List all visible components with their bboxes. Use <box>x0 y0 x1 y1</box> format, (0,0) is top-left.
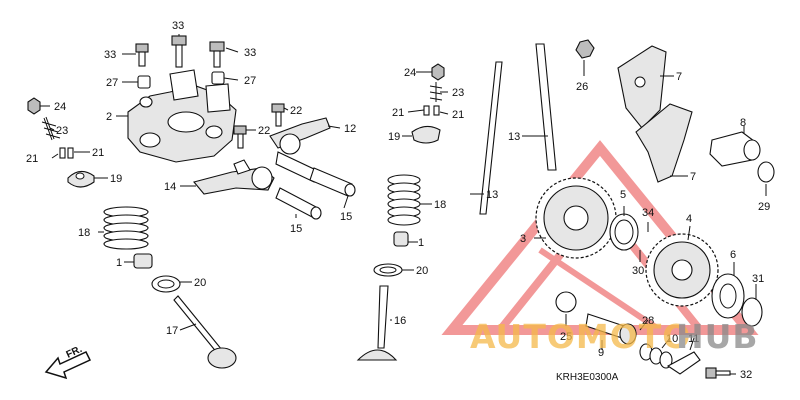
adjuster-right-part <box>411 63 445 144</box>
rocker-shaft-left <box>275 151 322 220</box>
bracket-part <box>666 351 701 375</box>
callout: 30 <box>632 265 644 277</box>
rocker-shaft-right <box>309 167 356 197</box>
callout: 29 <box>758 201 770 213</box>
callout: 20 <box>416 265 428 277</box>
callout: 1 <box>418 237 424 249</box>
bolt-33-left <box>135 43 149 67</box>
callout: 31 <box>752 273 764 285</box>
callout: 9 <box>598 347 604 359</box>
front-arrow <box>44 351 92 380</box>
callout: 14 <box>164 181 176 193</box>
valve-16-part <box>356 285 398 361</box>
watermark-text-left: AUTOMOTO <box>470 317 691 356</box>
callout: 22 <box>258 125 270 137</box>
callout: 13 <box>486 189 498 201</box>
callout: 21 <box>26 153 38 165</box>
callout-labels: 33 33 33 27 27 2 24 23 21 21 19 22 22 12… <box>26 20 770 381</box>
callout: 28 <box>642 315 654 327</box>
bolt-32 <box>705 367 731 379</box>
spring-10-11 <box>639 343 673 369</box>
callout: 33 <box>244 47 256 59</box>
callout: 27 <box>106 77 118 89</box>
callout: 33 <box>172 20 184 32</box>
callout: 18 <box>434 199 446 211</box>
tensioner-arm-7 <box>617 45 693 183</box>
callout: 34 <box>642 207 654 219</box>
cam-gear-3 <box>535 177 617 259</box>
adjuster-left-part <box>27 97 95 188</box>
shaft-9 <box>585 313 637 345</box>
bolt-33-right <box>209 41 225 68</box>
callout: 11 <box>688 333 699 345</box>
callout: 15 <box>340 211 352 223</box>
callout: 24 <box>404 67 416 79</box>
callout: 33 <box>104 49 116 61</box>
valve-17-part <box>173 295 237 369</box>
callout: 23 <box>56 125 68 137</box>
cotter-1-left <box>133 253 153 269</box>
callout: 21 <box>92 147 104 159</box>
bolt-33-center <box>171 35 187 68</box>
callout: 5 <box>620 189 626 201</box>
callout: 10 <box>666 333 678 345</box>
callout: 21 <box>452 109 464 121</box>
watermark-text-right: HUB <box>676 317 759 356</box>
rocker-arm-12-part <box>269 117 331 155</box>
rocker-arm-holder-part <box>127 69 237 163</box>
cotter-1-right <box>393 231 409 247</box>
callout: 13 <box>508 131 520 143</box>
callout: 22 <box>290 105 302 117</box>
callout: 1 <box>116 257 122 269</box>
washer-25 <box>555 291 577 313</box>
callout: 19 <box>388 131 400 143</box>
bolt-22-upper <box>271 103 285 127</box>
dowel-27-left <box>137 75 151 89</box>
callout: 20 <box>194 277 206 289</box>
push-rod-13-left <box>479 61 503 215</box>
nut-26 <box>575 39 595 59</box>
callout: 32 <box>740 369 752 381</box>
push-rod-13-right <box>535 43 557 171</box>
seal-20-left <box>151 275 181 293</box>
callout: 6 <box>730 249 736 261</box>
callout: 16 <box>394 315 406 327</box>
callout: 25 <box>560 331 572 343</box>
leader-lines <box>40 34 767 375</box>
diagram-code: KRH3E0300A <box>556 372 619 383</box>
callout: 2 <box>106 111 112 123</box>
callout: 24 <box>54 101 66 113</box>
valve-spring-right <box>387 174 421 226</box>
callout: 8 <box>740 117 746 129</box>
rocker-arm-14-part <box>193 159 275 195</box>
callout: 12 <box>344 123 356 135</box>
clip-31 <box>741 297 763 327</box>
callout: 15 <box>290 223 302 235</box>
dowel-27-right <box>211 71 225 85</box>
watermark-text: AUTOMOTO HUB <box>470 317 759 356</box>
cam-gear-4 <box>645 233 719 307</box>
callout: 23 <box>452 87 464 99</box>
pin-8-part <box>709 131 761 167</box>
callout: 7 <box>690 171 696 183</box>
callout: 27 <box>244 75 256 87</box>
callout: 21 <box>392 107 404 119</box>
callout: 18 <box>78 227 90 239</box>
callout: 26 <box>576 81 588 93</box>
valve-spring-left <box>103 206 149 250</box>
seal-20-right <box>373 263 403 277</box>
callout: 17 <box>166 325 178 337</box>
ring-29 <box>757 161 775 183</box>
callout: 4 <box>686 213 692 225</box>
bolt-22-lower <box>233 125 247 149</box>
callout: 19 <box>110 173 122 185</box>
plate-6 <box>711 273 745 319</box>
callout: 7 <box>676 71 682 83</box>
ring-5 <box>609 213 639 251</box>
callout: 3 <box>520 233 526 245</box>
